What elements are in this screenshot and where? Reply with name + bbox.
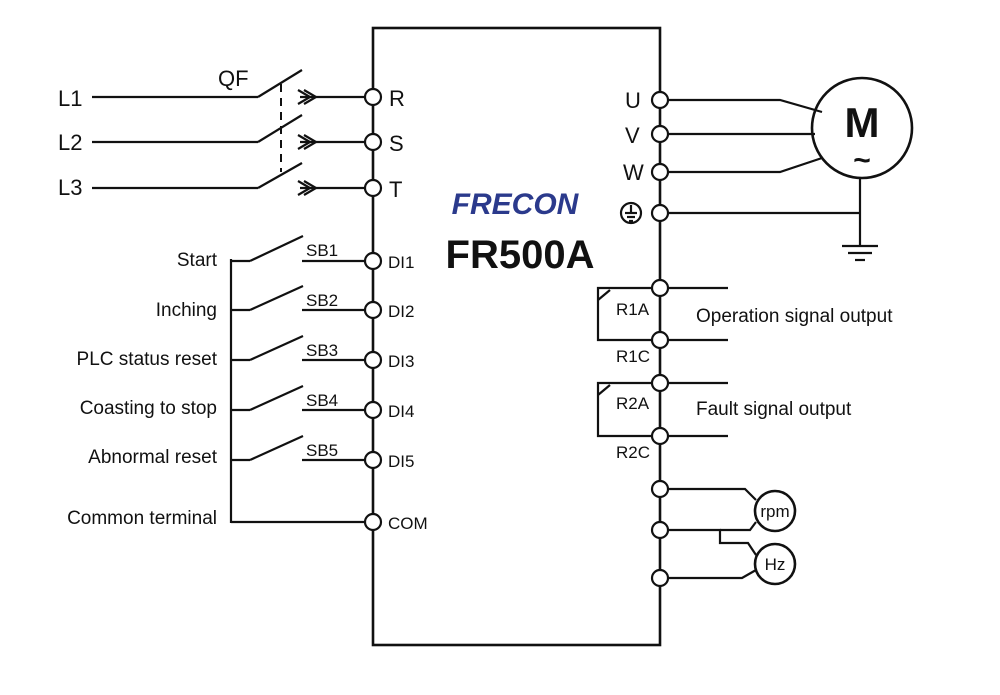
breaker-label: QF	[218, 66, 249, 91]
switch-label-sb3: SB3	[306, 341, 338, 360]
relay-common-r2c: R2C	[616, 443, 650, 462]
terminal-pe	[650, 203, 670, 223]
di-row-3: PLC status reset SB3 DI3	[77, 334, 414, 371]
common-terminal-label: Common terminal	[67, 508, 217, 529]
relay-contact-r2a: R2A	[616, 394, 650, 413]
di-label-5: Abnormal reset	[88, 447, 218, 468]
terminal-r2a	[650, 373, 670, 393]
terminal-r	[363, 87, 383, 107]
di-label-2: Inching	[156, 300, 217, 321]
terminal-r1c	[650, 330, 670, 350]
terminal-label-t: T	[389, 177, 402, 202]
terminal-label-com: COM	[388, 514, 428, 533]
power-line-l1: L1	[58, 69, 368, 111]
line-label-l3: L3	[58, 175, 82, 200]
motor-letter: M	[845, 99, 880, 146]
switch-label-sb2: SB2	[306, 291, 338, 310]
terminal-di4	[363, 400, 383, 420]
terminal-r2c	[650, 426, 670, 446]
di-row-5: Abnormal reset SB5 DI5	[88, 434, 414, 471]
meter-label-hz: Hz	[765, 555, 786, 574]
power-line-l3: L3	[58, 162, 368, 200]
terminal-label-w: W	[623, 160, 644, 185]
meter-label-rpm: rpm	[760, 502, 789, 521]
wire-u	[668, 98, 823, 114]
terminal-label-v: V	[625, 123, 640, 148]
relay-common-r1c: R1C	[616, 347, 650, 366]
terminal-ao2	[650, 568, 670, 588]
relay-label-2: Fault signal output	[696, 399, 852, 420]
terminal-di2	[363, 300, 383, 320]
terminal-label-di5: DI5	[388, 452, 414, 471]
terminal-label-r: R	[389, 86, 405, 111]
terminal-com	[363, 512, 383, 532]
terminal-t	[363, 178, 383, 198]
terminal-ao1	[650, 479, 670, 499]
relay-1: R1A R1C Operation signal output	[596, 278, 893, 366]
line-label-l2: L2	[58, 130, 82, 155]
di-label-3: PLC status reset	[77, 349, 218, 370]
ground-icon	[619, 201, 643, 225]
inverter-body	[371, 26, 662, 647]
relay-label-1: Operation signal output	[696, 306, 893, 327]
terminal-label-di4: DI4	[388, 402, 414, 421]
terminal-di3	[363, 350, 383, 370]
wire-w	[668, 156, 823, 174]
switch-label-sb5: SB5	[306, 441, 338, 460]
di-label-4: Coasting to stop	[80, 398, 217, 419]
terminal-label-s: S	[389, 131, 404, 156]
hz-meter: Hz	[753, 542, 797, 586]
relay-2: R2A R2C Fault signal output	[596, 373, 852, 462]
terminal-s	[363, 132, 383, 152]
terminal-label-di3: DI3	[388, 352, 414, 371]
brand-logo: FRECON	[452, 188, 580, 221]
com-row: Common terminal COM	[67, 508, 428, 533]
terminal-w	[650, 162, 670, 182]
terminal-u	[650, 90, 670, 110]
relay-contact-r1a: R1A	[616, 300, 650, 319]
di-row-2: Inching SB2 DI2	[156, 284, 414, 321]
motor-ac-symbol: ~	[853, 144, 871, 177]
terminal-label-di2: DI2	[388, 302, 414, 321]
switch-label-sb1: SB1	[306, 241, 338, 260]
power-line-l2: L2	[58, 114, 368, 155]
di-row-4: Coasting to stop SB4 DI4	[80, 384, 414, 421]
switch-label-sb4: SB4	[306, 391, 338, 410]
earth-icon	[842, 244, 878, 262]
di-row-1: Start SB1 DI1	[177, 235, 414, 272]
motor-symbol: M ~	[810, 76, 914, 180]
terminal-di5	[363, 450, 383, 470]
terminal-v	[650, 124, 670, 144]
rpm-meter: rpm	[753, 489, 797, 533]
terminal-label-di1: DI1	[388, 253, 414, 272]
di-label-1: Start	[177, 250, 218, 271]
line-label-l1: L1	[58, 86, 82, 111]
terminal-di1	[363, 251, 383, 271]
terminal-gnd	[650, 520, 670, 540]
terminal-label-u: U	[625, 88, 641, 113]
model-name: FR500A	[446, 233, 595, 277]
terminal-r1a	[650, 278, 670, 298]
